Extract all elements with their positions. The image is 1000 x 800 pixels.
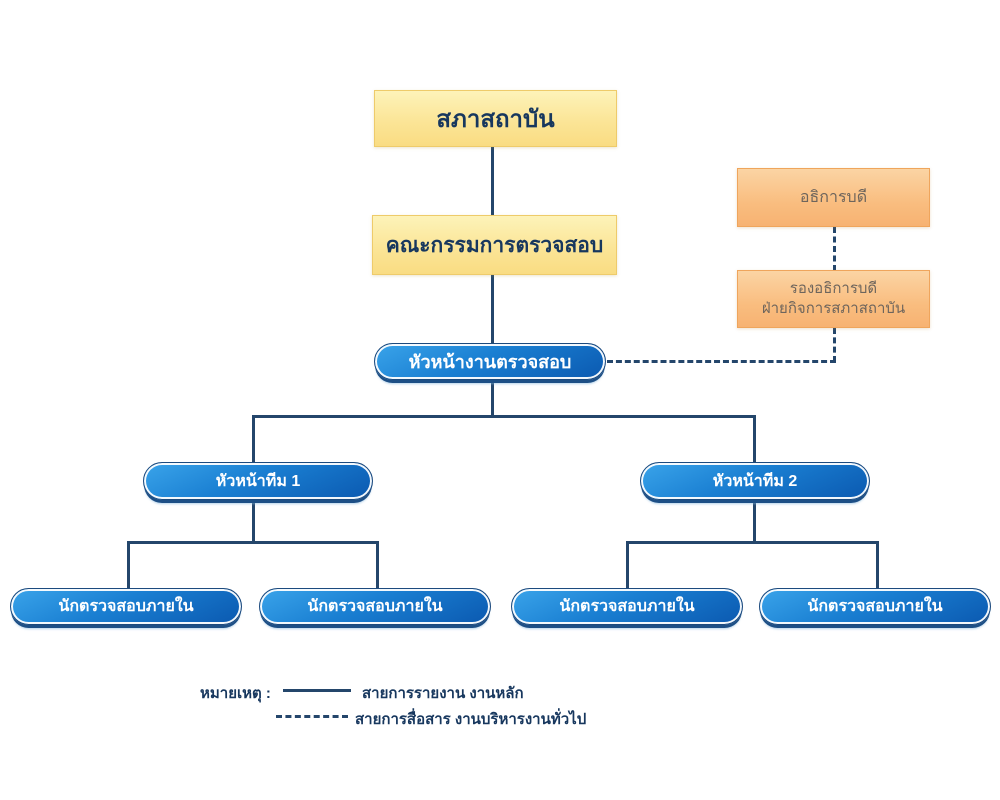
connector-team2-branch xyxy=(626,541,879,544)
org-node-audit-head: หัวหน้างานตรวจสอบ xyxy=(374,343,606,380)
connector-dashed-vp-audithead xyxy=(607,360,836,363)
org-node-internal-auditor-3-label: นักตรวจสอบภายใน xyxy=(559,598,695,615)
connector-drop-auditor2 xyxy=(376,541,379,589)
legend-dashed-line-swatch xyxy=(276,715,348,718)
connector-dashed-president-vp xyxy=(833,227,836,271)
connector-team1-branch xyxy=(127,541,379,544)
connector-drop-team2 xyxy=(753,415,756,463)
connector-drop-auditor3 xyxy=(626,541,629,589)
org-node-internal-auditor-4-label: นักตรวจสอบภายใน xyxy=(807,598,943,615)
org-node-council: สภาสถาบัน xyxy=(374,90,617,147)
org-node-president: อธิการบดี xyxy=(737,168,930,227)
org-node-internal-auditor-3: นักตรวจสอบภายใน xyxy=(511,588,743,625)
org-node-audit-committee: คณะกรรมการตรวจสอบ xyxy=(372,215,617,275)
org-node-audit-head-label: หัวหน้างานตรวจสอบ xyxy=(408,352,572,372)
connector-drop-team1 xyxy=(252,415,255,463)
org-node-vice-president-label-line1: รองอธิการบดี xyxy=(789,279,878,297)
legend-title: หมายเหตุ : xyxy=(200,685,271,702)
connector-council-committee xyxy=(491,147,494,215)
org-node-internal-auditor-1-label: นักตรวจสอบภายใน xyxy=(58,598,194,615)
connector-dashed-vp-drop xyxy=(833,328,836,362)
org-node-vice-president-label-line2: ฝ่ายกิจการสภาสถาบัน xyxy=(761,300,906,317)
org-node-council-label: สภาสถาบัน xyxy=(436,106,555,133)
connector-teams-branch xyxy=(252,415,756,418)
org-node-team-leader-2-label: หัวหน้าทีม 2 xyxy=(712,472,798,490)
org-node-internal-auditor-1: นักตรวจสอบภายใน xyxy=(10,588,242,625)
org-node-president-label: อธิการบดี xyxy=(799,189,868,206)
connector-audithead-stem xyxy=(491,380,494,417)
connector-drop-auditor1 xyxy=(127,541,130,589)
org-node-team-leader-1-label: หัวหน้าทีม 1 xyxy=(215,472,301,490)
legend-dashed-label: สายการสื่อสาร งานบริหารงานทั่วไป xyxy=(355,711,587,728)
org-node-internal-auditor-2-label: นักตรวจสอบภายใน xyxy=(307,598,443,615)
org-node-vice-president: รองอธิการบดี ฝ่ายกิจการสภาสถาบัน xyxy=(737,270,930,328)
connector-drop-auditor4 xyxy=(876,541,879,589)
legend-solid-label: สายการรายงาน งานหลัก xyxy=(362,685,524,702)
connector-team2-stem xyxy=(753,500,756,544)
org-node-internal-auditor-4: นักตรวจสอบภายใน xyxy=(759,588,991,625)
org-node-audit-committee-label: คณะกรรมการตรวจสอบ xyxy=(385,233,604,257)
legend-solid-line-swatch xyxy=(283,689,351,692)
connector-committee-audithead xyxy=(491,275,494,344)
org-node-team-leader-2: หัวหน้าทีม 2 xyxy=(640,462,870,500)
connector-team1-stem xyxy=(252,500,255,544)
org-node-team-leader-1: หัวหน้าทีม 1 xyxy=(143,462,373,500)
org-node-internal-auditor-2: นักตรวจสอบภายใน xyxy=(259,588,491,625)
